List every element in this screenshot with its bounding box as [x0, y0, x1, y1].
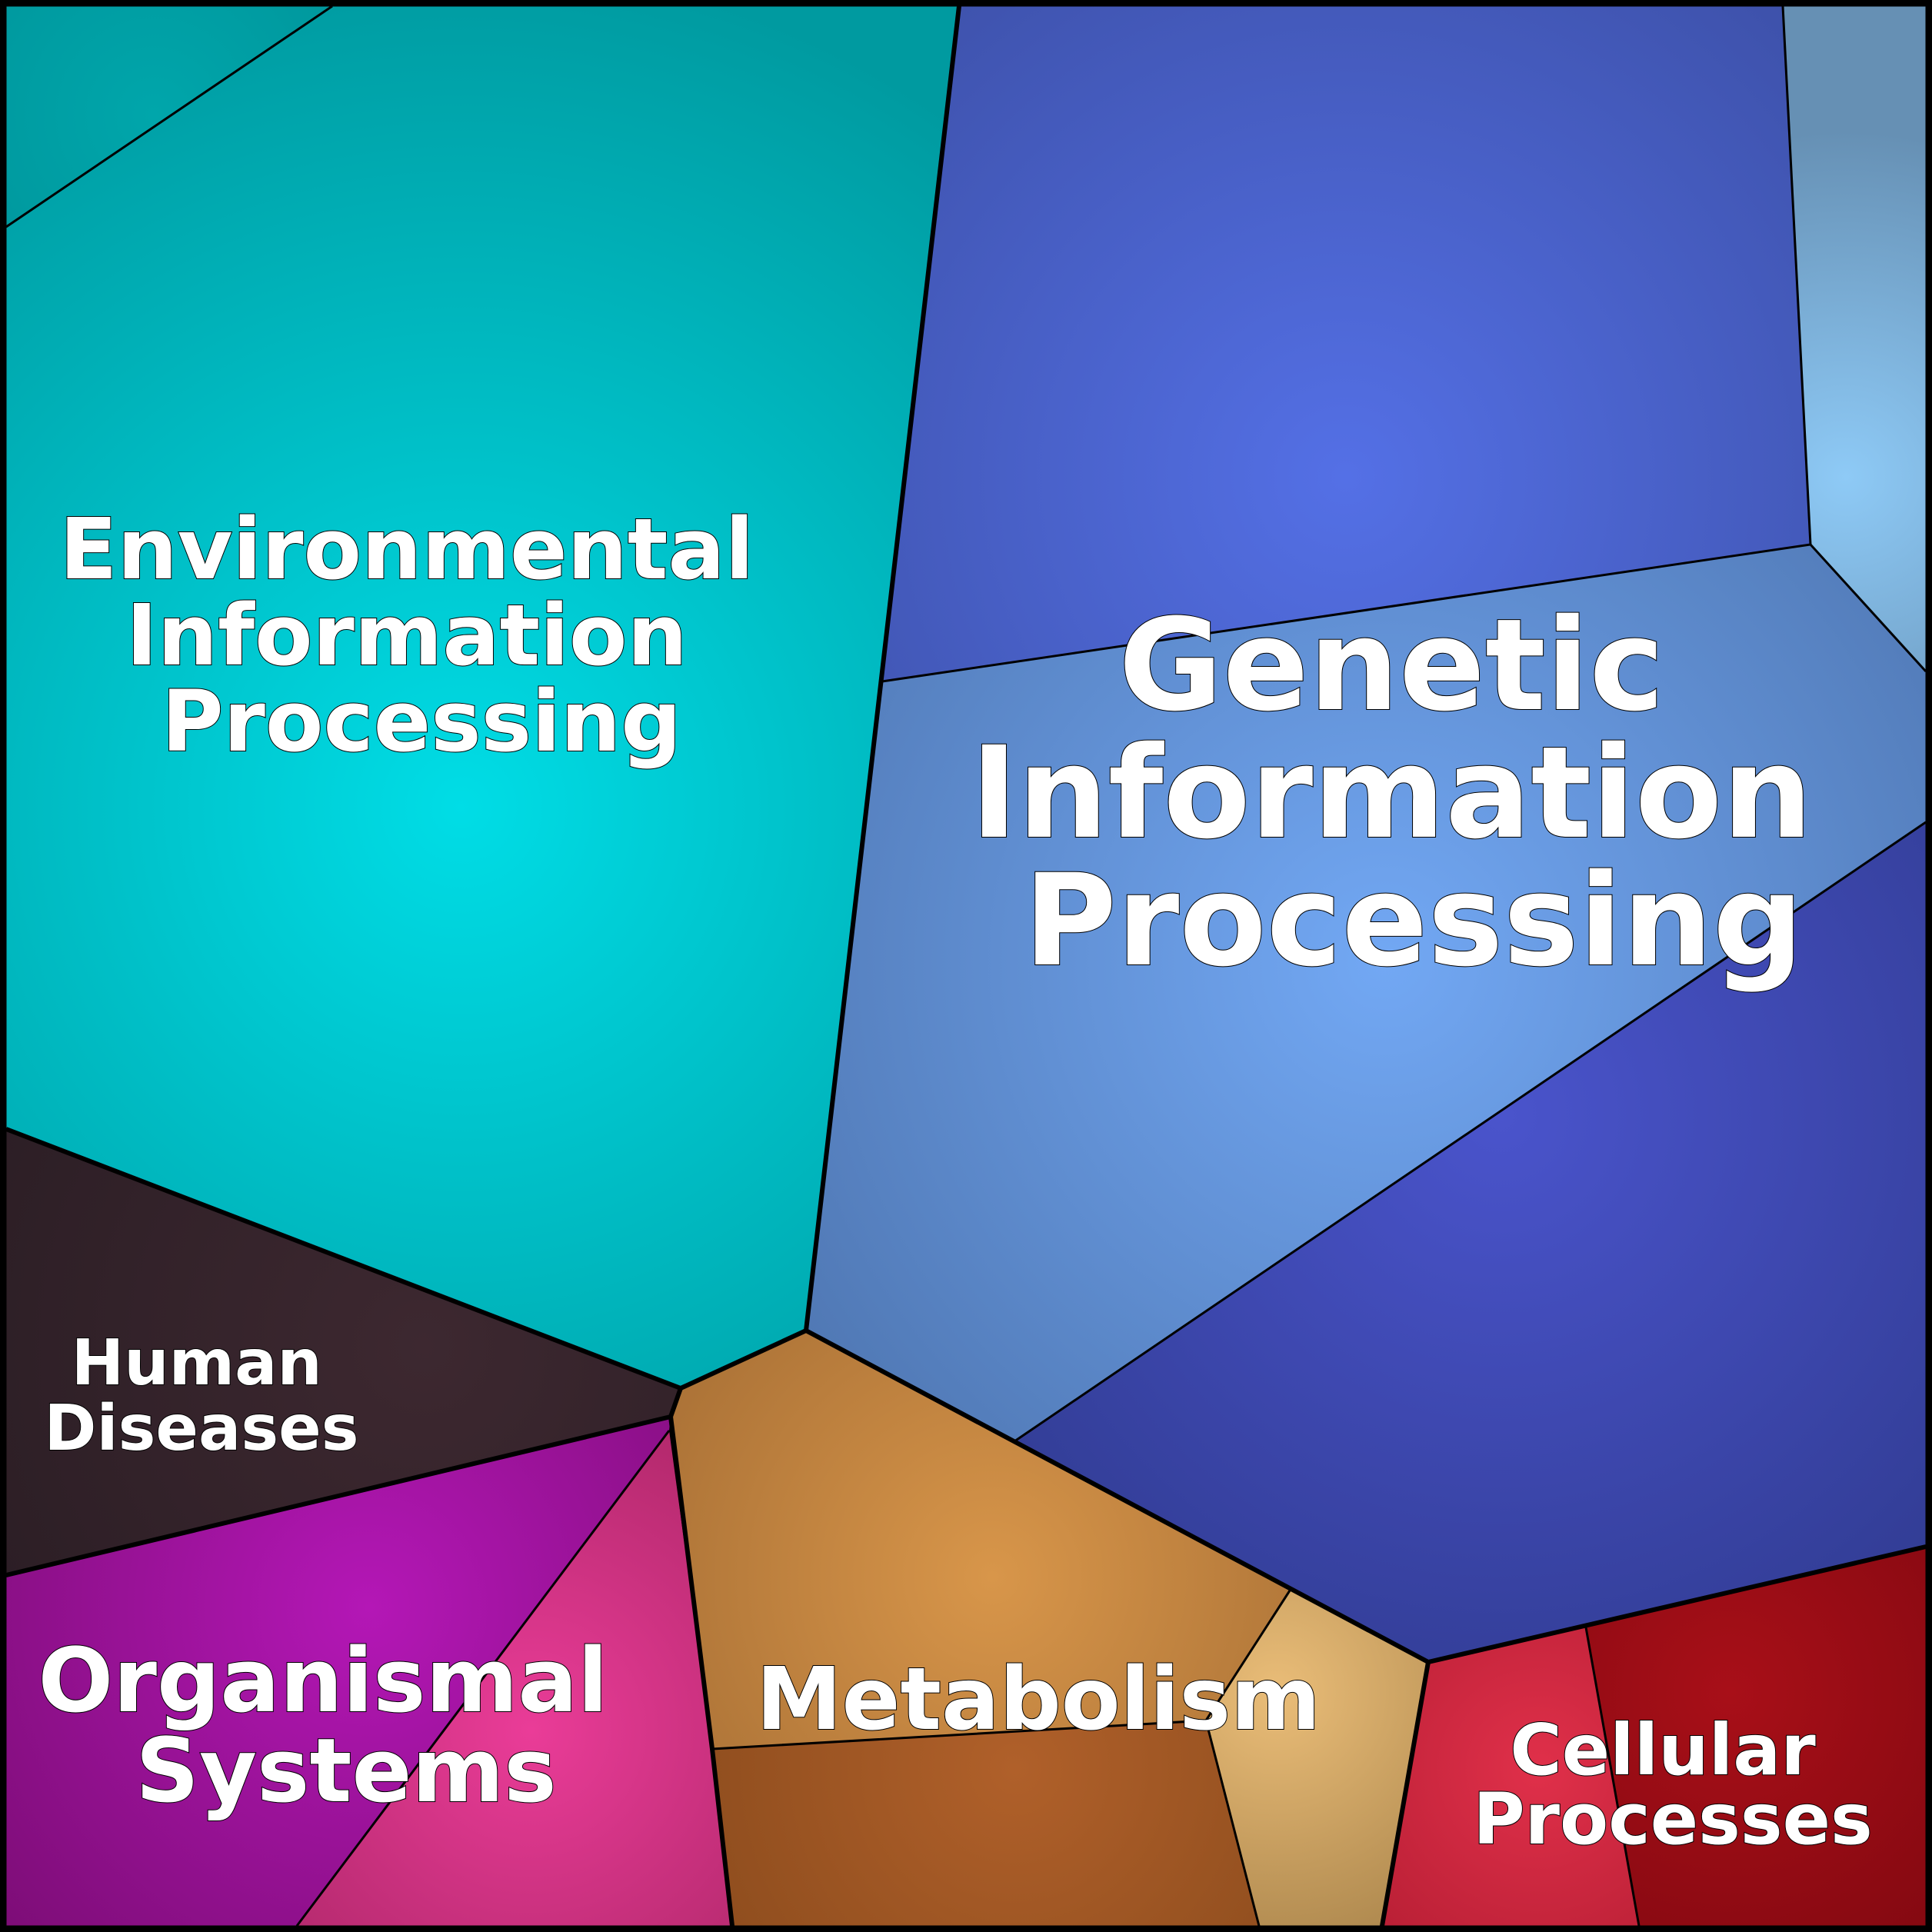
- cellular-label: Cellular Processes: [1473, 1709, 1873, 1860]
- cellular-cell-left: [1382, 1627, 1639, 1926]
- organismal-label: Organismal Systems: [38, 1630, 638, 1823]
- cellular-region: [1382, 1547, 1926, 1926]
- cell-borders: [5, 5, 1927, 1927]
- metabolism-cell-lower: [712, 1720, 1259, 1926]
- cellular-cell-right: [1586, 1547, 1926, 1926]
- human-diseases-label: Human Diseases: [44, 1327, 358, 1465]
- metabolism-region: [671, 1331, 1428, 1926]
- organismal-cell-right: [297, 1431, 732, 1926]
- organismal-cell-left: [6, 1417, 671, 1926]
- environmental-cell-main: [6, 6, 959, 1388]
- genetic-cell-middle: [806, 545, 1926, 1441]
- metabolism-cell-upper: [671, 1331, 1290, 1749]
- genetic-cell-right: [1783, 6, 1926, 671]
- genetic-label: Genetic Information Processing: [971, 591, 1857, 994]
- metabolism-cell-right: [1206, 1591, 1428, 1926]
- human-diseases-cell: [6, 1129, 681, 1575]
- genetic-cell-top: [882, 6, 1810, 681]
- organismal-region: [6, 1417, 732, 1926]
- genetic-cell-bottom: [1014, 822, 1926, 1662]
- metabolism-label: Metabolism: [756, 1650, 1321, 1750]
- genetic-region: [806, 6, 1926, 1662]
- environmental-label: Environmental Information Processing: [59, 500, 783, 771]
